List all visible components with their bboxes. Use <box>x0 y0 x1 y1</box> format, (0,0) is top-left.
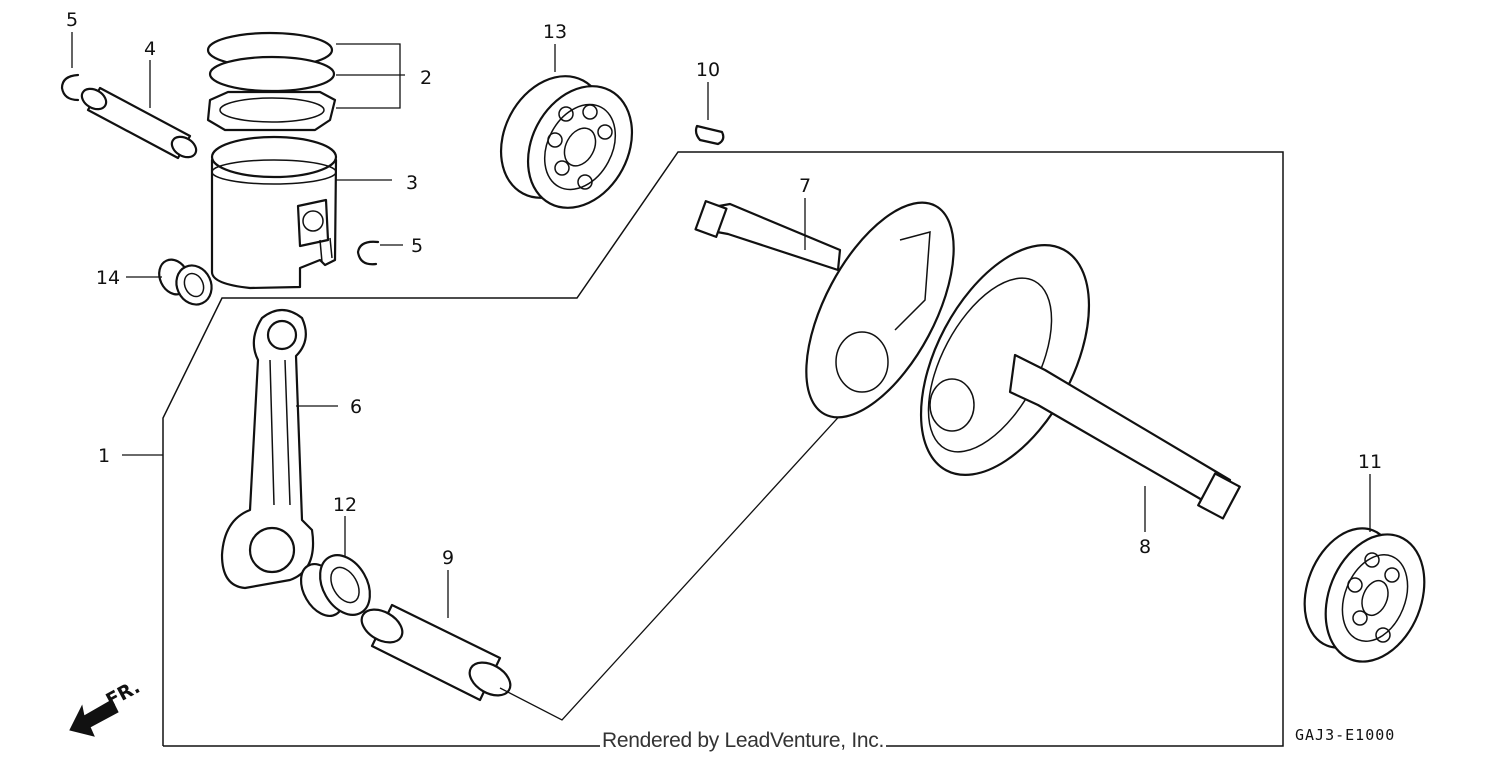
callout-12: 12 <box>333 494 357 516</box>
callout-3: 3 <box>406 172 418 194</box>
needle-bearing-12 <box>299 554 371 617</box>
callout-8: 8 <box>1139 536 1151 558</box>
front-direction-indicator: FR. <box>69 676 144 737</box>
callout-9: 9 <box>442 547 454 569</box>
needle-bearing-14 <box>158 258 213 306</box>
callout-14: 14 <box>96 267 120 289</box>
circlip-5-right <box>356 240 380 266</box>
render-credit: Rendered by LeadVenture, Inc. <box>600 729 887 753</box>
leader-lines <box>71 32 1371 618</box>
callout-2: 2 <box>420 67 432 89</box>
piston-rings-2 <box>206 31 337 132</box>
crankshaft-7 <box>694 200 955 419</box>
bearing-13 <box>499 75 634 209</box>
callout-1: 1 <box>98 445 110 467</box>
callout-10: 10 <box>696 59 720 81</box>
callout-4: 4 <box>144 38 156 60</box>
front-arrow-icon <box>69 699 119 737</box>
callout-7: 7 <box>799 175 811 197</box>
crank-pin-9 <box>360 603 512 702</box>
crankshaft-8 <box>919 244 1241 520</box>
diagram-code: GAJ3-E1000 <box>1295 726 1396 744</box>
assembly-bracket-outline <box>162 151 1284 747</box>
callout-5-right: 5 <box>411 235 423 257</box>
connecting-rod-6 <box>220 308 315 590</box>
callout-13: 13 <box>543 21 567 43</box>
callout-11: 11 <box>1358 451 1382 473</box>
woodruff-key-10 <box>694 124 725 146</box>
crank-pin-alignment-line <box>499 375 877 721</box>
bearing-11 <box>1303 527 1426 663</box>
piston-3 <box>210 135 338 290</box>
piston-pin-4 <box>80 86 198 160</box>
callout-6: 6 <box>350 396 362 418</box>
circlip-5-left <box>60 73 80 102</box>
callout-5-top: 5 <box>66 9 78 31</box>
